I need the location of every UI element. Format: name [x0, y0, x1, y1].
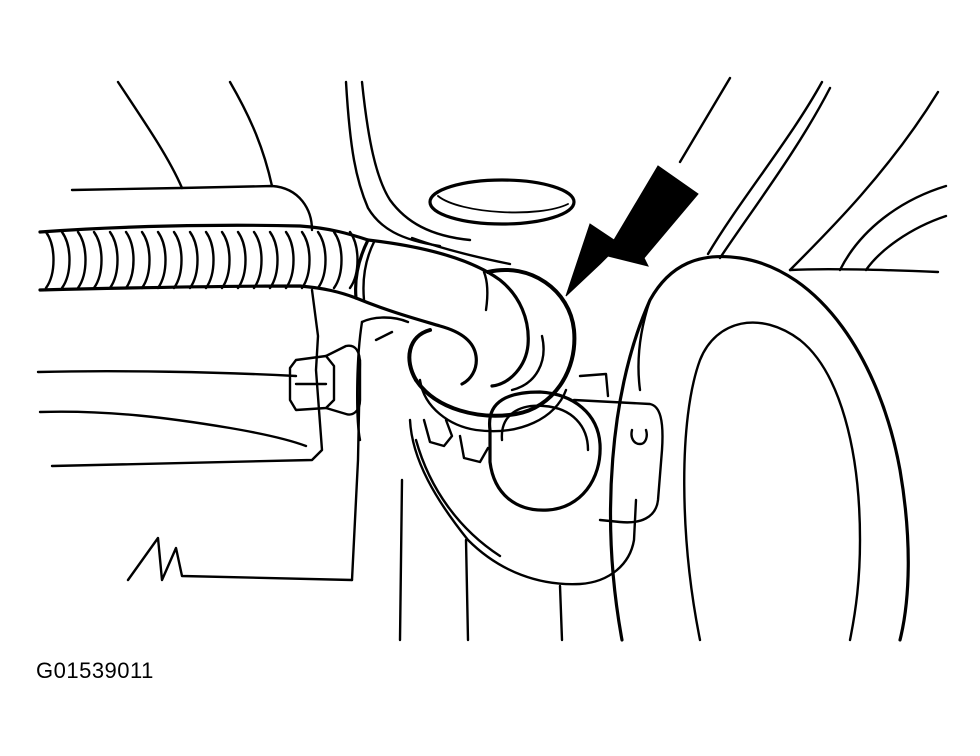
- oval-plug: [428, 178, 576, 226]
- ring-connector: [407, 268, 577, 433]
- loom-corrugations: [44, 230, 359, 290]
- loom-rib: [188, 230, 199, 290]
- loom-rib: [268, 230, 279, 290]
- loom-rib: [236, 230, 247, 290]
- engine-structure-lines: [36, 80, 512, 582]
- loom-rib: [252, 230, 263, 290]
- round-fitting: [488, 390, 602, 512]
- mounting-bracket: [356, 316, 664, 642]
- loom-rib: [316, 230, 327, 290]
- loom-rib: [92, 230, 103, 290]
- pulley-wheel: [609, 254, 910, 642]
- loom-rib: [332, 230, 343, 290]
- pointer-arrow: [565, 165, 699, 297]
- bolt-head: [288, 344, 362, 416]
- loom-rib: [156, 230, 167, 290]
- loom-rib: [284, 230, 295, 290]
- figure-code: G01539011: [36, 658, 154, 683]
- clip-tabs: [422, 418, 490, 464]
- loom-rib: [348, 230, 359, 290]
- loom-rib: [300, 230, 311, 290]
- loom-rib: [140, 230, 151, 290]
- rubber-boot-elbow: [354, 238, 530, 388]
- loom-rib: [220, 230, 231, 290]
- loom-rib: [172, 230, 183, 290]
- loom-rib: [204, 230, 215, 290]
- right-structure-lines: [678, 76, 948, 274]
- corrugated-wire-loom: [38, 223, 370, 300]
- loom-rib: [44, 230, 55, 290]
- loom-rib: [60, 230, 71, 290]
- loom-rib: [108, 230, 119, 290]
- loom-rib: [124, 230, 135, 290]
- loom-rib: [76, 230, 87, 290]
